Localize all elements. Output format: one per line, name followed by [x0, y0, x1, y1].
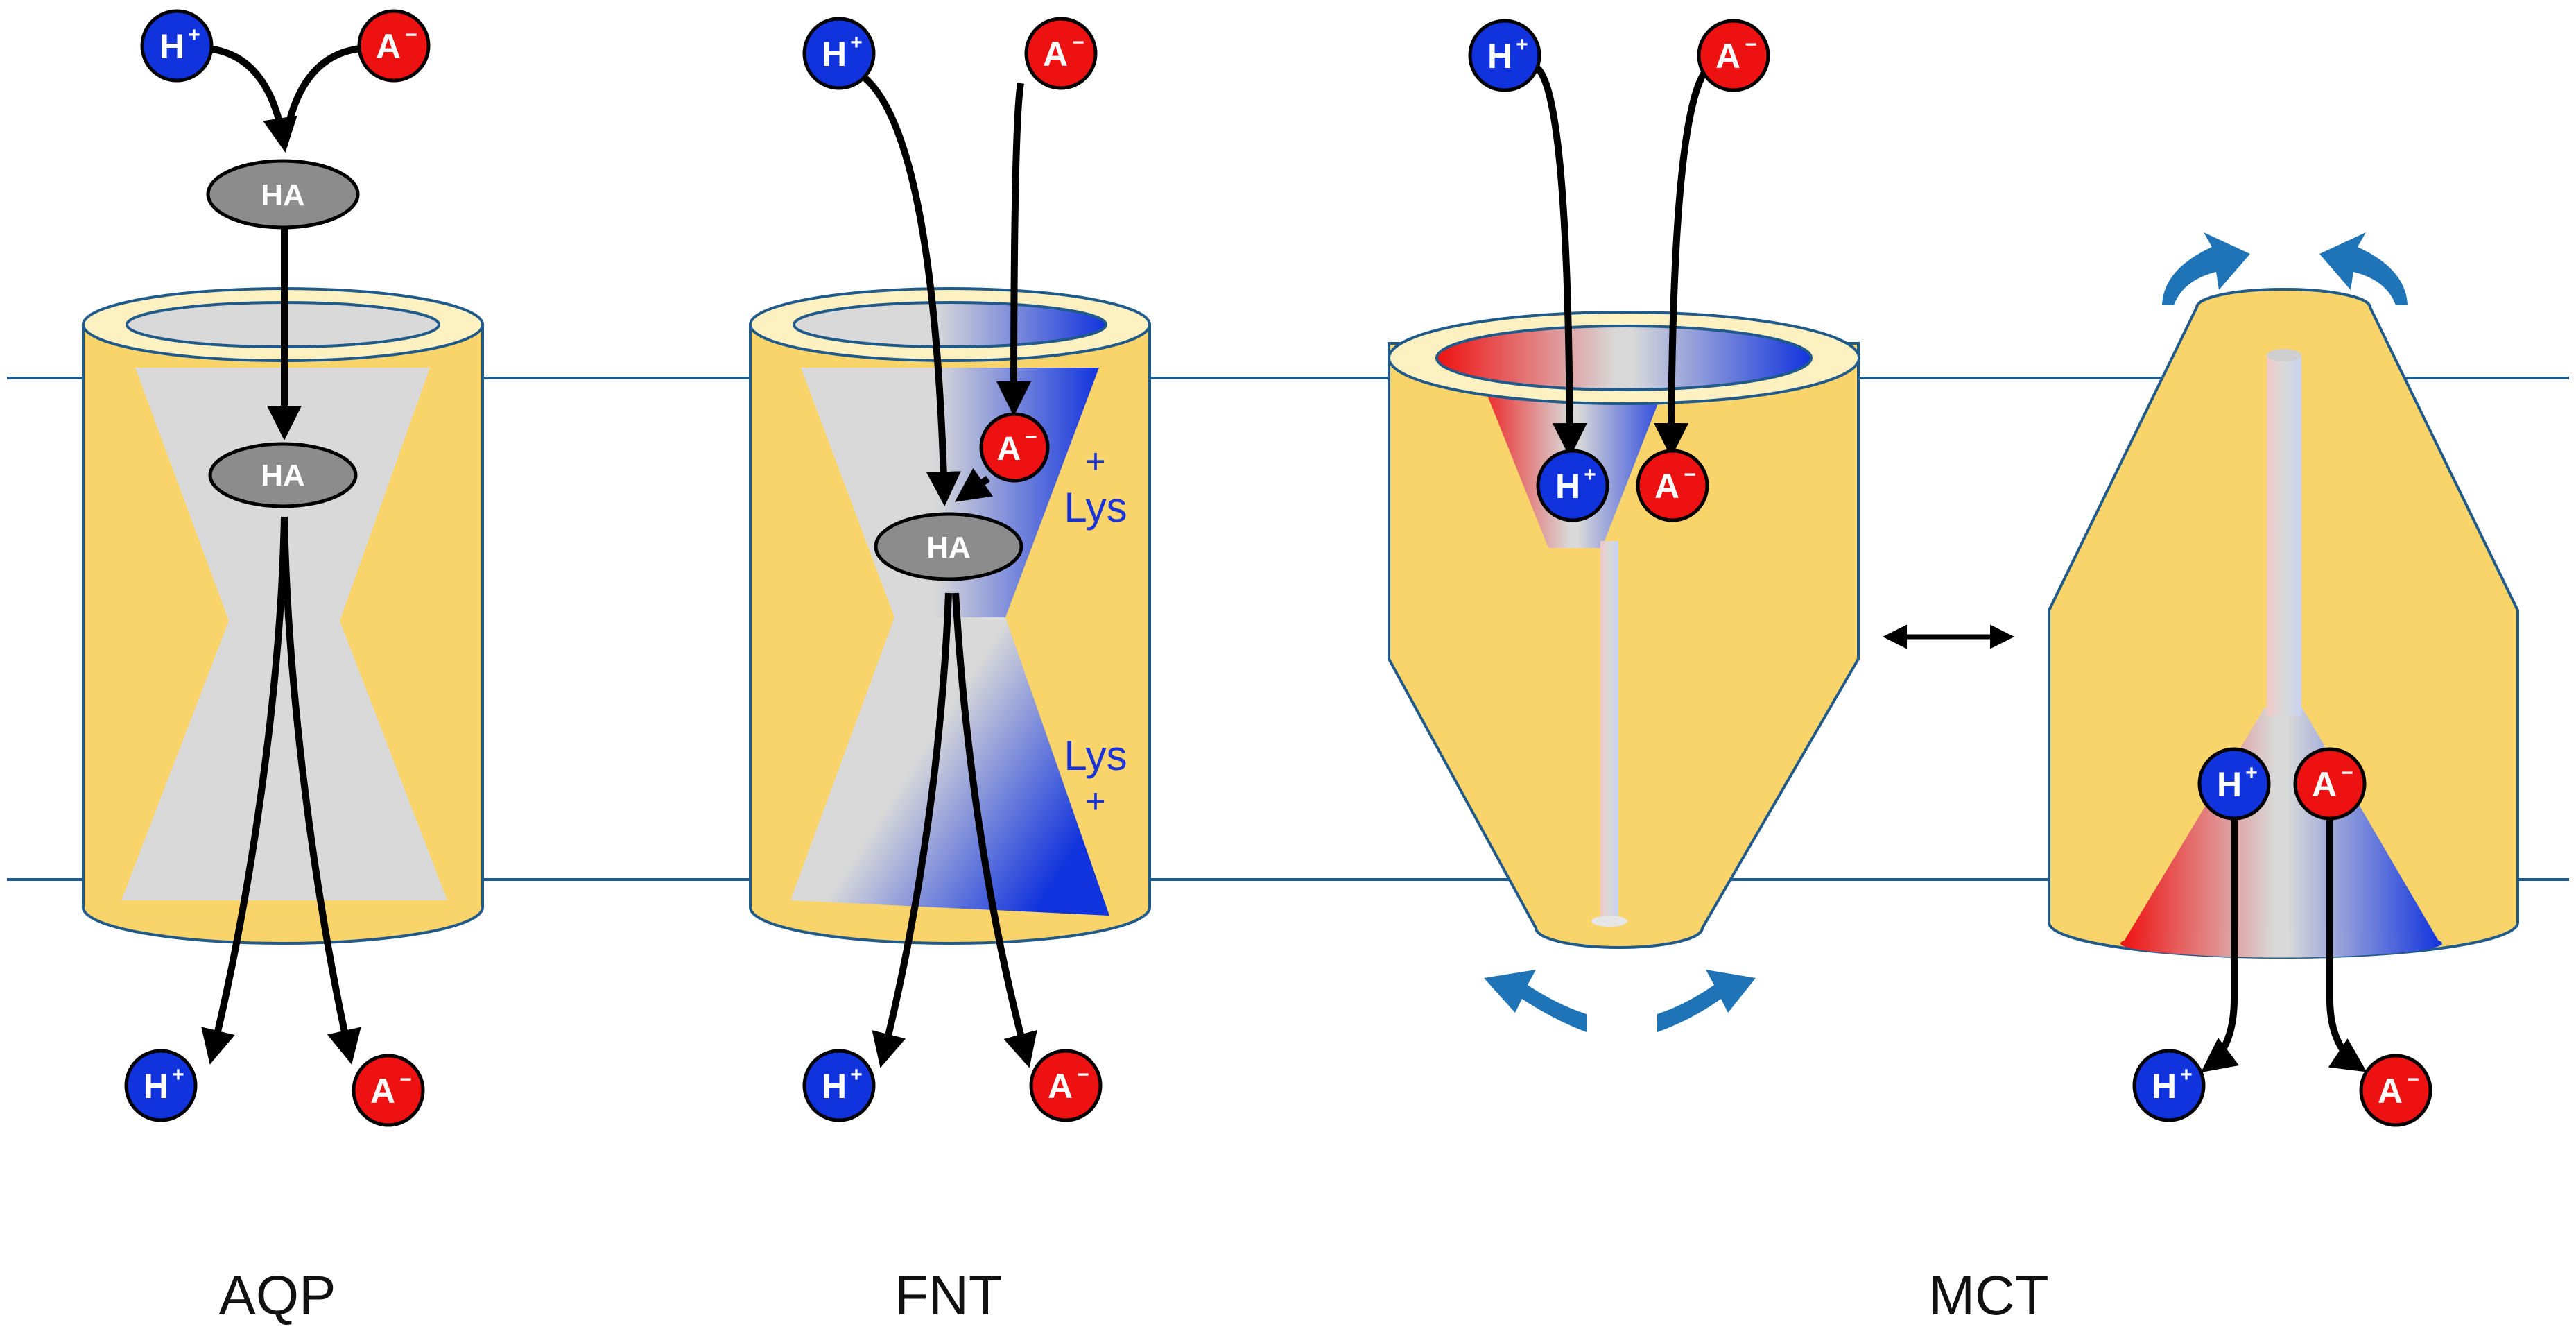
svg-text:A: A [1043, 35, 1068, 74]
fnt-anion-top: A − [1024, 17, 1098, 90]
svg-text:−: − [1684, 463, 1696, 486]
fnt-proton-top: H + [802, 17, 876, 90]
svg-text:A: A [370, 1072, 395, 1111]
mct-proton-bottom: H + [2132, 1049, 2206, 1122]
caption-fnt: FNT [894, 1264, 1003, 1326]
fnt-hourglass-bottom [790, 617, 1109, 916]
svg-text:+: + [188, 24, 200, 46]
mct-anion-bottom: A − [2359, 1054, 2432, 1127]
mct-outward-tube [1600, 541, 1618, 921]
svg-text:H: H [2152, 1067, 2177, 1106]
svg-text:A: A [1654, 467, 1679, 506]
mct-anion-bound-outward: A − [1636, 449, 1709, 522]
svg-text:H: H [1487, 37, 1512, 76]
mct-outward-state [1388, 311, 1860, 949]
curved-arrow-icon [1657, 970, 1756, 1032]
fnt-lys-top: Lys [1064, 484, 1127, 531]
fnt-ha-channel: HA [874, 512, 1023, 581]
svg-text:+: + [850, 1063, 863, 1086]
aqp-ha-middle: HA [208, 442, 358, 508]
svg-text:−: − [1072, 31, 1084, 54]
aqp-proton-bottom: H + [124, 1049, 198, 1122]
svg-text:−: − [1025, 426, 1037, 449]
svg-text:+: + [850, 31, 863, 54]
svg-text:−: − [2407, 1068, 2419, 1091]
mct-inward-arrows [2201, 801, 2367, 1073]
svg-text:−: − [1745, 33, 1757, 56]
svg-text:−: − [1077, 1063, 1089, 1086]
mct-proton-top: H + [1468, 19, 1541, 92]
mct-outward-opening [1435, 325, 1813, 391]
svg-text:A: A [1048, 1067, 1073, 1106]
mct-anion-top: A − [1697, 19, 1770, 92]
svg-text:H: H [2217, 765, 2242, 804]
aqp-ha-top: HA [206, 159, 360, 230]
fnt-anion-channel: A − [979, 412, 1050, 483]
mct-anion-bound-inward: A − [2293, 747, 2367, 821]
fnt-lys-top-charge: + [1085, 442, 1105, 481]
svg-text:HA: HA [261, 458, 305, 492]
aqp-hourglass [121, 368, 447, 900]
svg-text:A: A [2312, 765, 2337, 804]
aqp-arrows [201, 45, 361, 1065]
svg-text:H: H [822, 35, 847, 74]
aqp-channel [82, 287, 484, 945]
aqp-anion-top: A − [357, 9, 431, 83]
svg-text:HA: HA [261, 178, 305, 212]
mct-inward-tube [2267, 355, 2301, 716]
svg-text:−: − [2341, 762, 2353, 784]
svg-text:HA: HA [926, 531, 971, 565]
mct-inward-funnel [2122, 708, 2441, 958]
curved-arrow-icon [2162, 232, 2250, 305]
fnt-lys-bottom-charge: + [1085, 782, 1105, 821]
svg-text:H: H [144, 1067, 168, 1106]
fnt-cylinder-opening [793, 301, 1107, 348]
svg-text:A: A [1715, 37, 1740, 76]
aqp-anion-bottom: A − [352, 1054, 425, 1127]
svg-text:+: + [2180, 1063, 2193, 1086]
mct-outward-body [1388, 342, 1860, 949]
svg-text:H: H [1555, 467, 1580, 506]
svg-text:A: A [997, 431, 1021, 468]
svg-text:+: + [1516, 33, 1528, 56]
svg-text:H: H [822, 1067, 847, 1106]
rotation-arrows [1484, 232, 2408, 1032]
mct-inward-state [2048, 288, 2519, 959]
svg-text:−: − [399, 1068, 412, 1091]
svg-text:−: − [405, 24, 417, 46]
caption-mct: MCT [1928, 1264, 2048, 1326]
mct-proton-bound-outward: H + [1536, 449, 1609, 522]
svg-text:A: A [2378, 1072, 2403, 1111]
svg-text:A: A [376, 27, 401, 66]
caption-aqp: AQP [219, 1264, 336, 1326]
curved-arrow-icon [1484, 970, 1587, 1032]
fnt-proton-bottom: H + [802, 1049, 876, 1122]
aqp-proton-top: H + [140, 9, 214, 83]
mct-proton-bound-inward: H + [2197, 747, 2271, 821]
svg-text:+: + [172, 1063, 184, 1086]
svg-text:H: H [159, 27, 184, 66]
curved-arrow-icon [2319, 232, 2408, 305]
svg-text:+: + [2245, 762, 2258, 784]
svg-text:+: + [1584, 463, 1596, 486]
fnt-lys-bottom: Lys [1064, 732, 1127, 779]
fnt-anion-bottom: A − [1029, 1049, 1103, 1122]
